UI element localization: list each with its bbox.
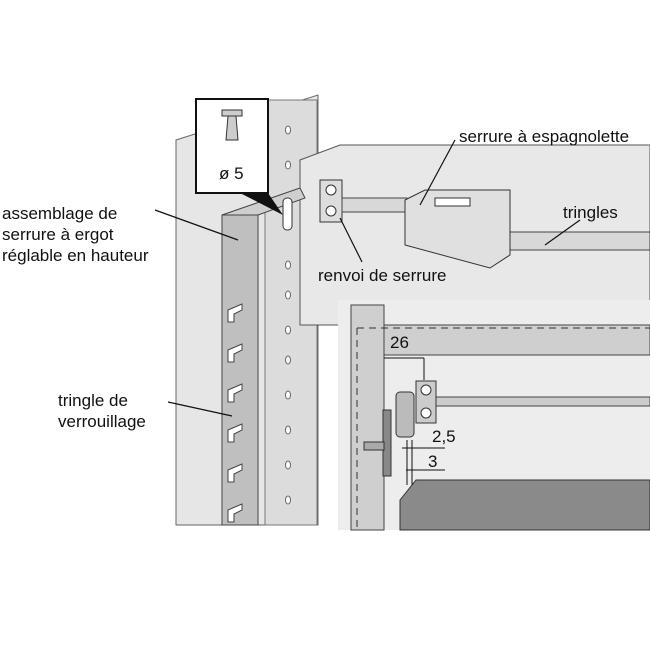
rod-right bbox=[499, 231, 650, 251]
espagnolette-lock bbox=[404, 189, 511, 269]
label-locking-rod: tringle de verrouillage bbox=[58, 390, 146, 432]
dimension-26: 26 bbox=[390, 333, 409, 352]
dimension-3: 3 bbox=[428, 452, 438, 471]
label-diameter: ø 5 bbox=[219, 164, 244, 183]
label-line: tringle de bbox=[58, 391, 128, 410]
label-line: verrouillage bbox=[58, 412, 146, 431]
label-line: assemblage de bbox=[2, 204, 118, 223]
locking-rod bbox=[221, 204, 259, 526]
rod-hooks bbox=[227, 303, 243, 523]
label-rods: tringles bbox=[563, 203, 618, 222]
slot bbox=[282, 197, 293, 231]
label-assembly: assemblage de serrure à ergot réglable e… bbox=[2, 203, 149, 266]
label-lock-return: renvoi de serrure bbox=[318, 266, 447, 285]
detail-upright bbox=[350, 304, 385, 531]
label-espagnolette-lock: serrure à espagnolette bbox=[459, 127, 630, 146]
label-line: serrure à ergot bbox=[2, 225, 114, 244]
detail-drawer bbox=[399, 479, 650, 531]
detail-door-top bbox=[383, 324, 650, 356]
rod-left bbox=[341, 197, 408, 213]
leader-lines bbox=[154, 139, 581, 417]
label-line: réglable en hauteur bbox=[2, 246, 149, 265]
dimension-2-5: 2,5 bbox=[432, 427, 456, 446]
